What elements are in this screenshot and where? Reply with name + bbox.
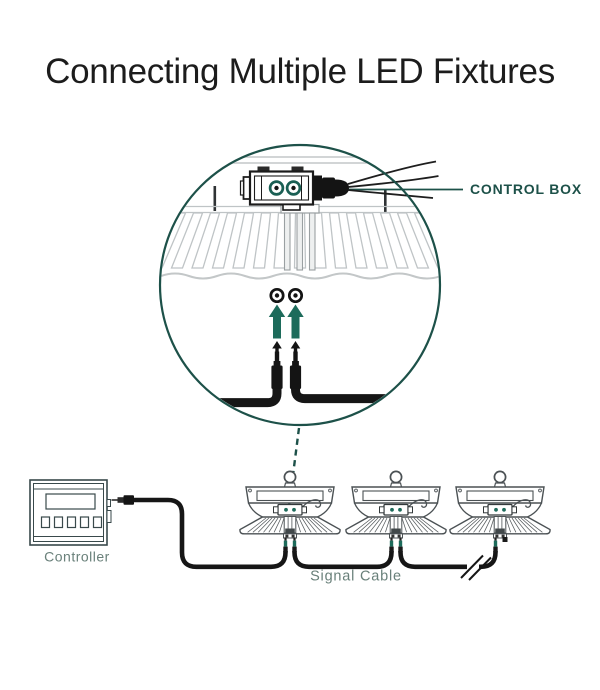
fixture-bottom-wave [161, 272, 439, 280]
mounting-posts [213, 186, 387, 213]
controller-label: Controller [44, 549, 110, 565]
signal-stub [493, 537, 498, 553]
controller-buttons [40, 516, 103, 529]
center-column [280, 203, 320, 271]
signal-cable-run [134, 497, 498, 570]
power-cables [161, 386, 439, 408]
magnifier-circle [158, 143, 442, 427]
port-cap [502, 537, 508, 542]
cable-break-icon [460, 554, 492, 581]
signal-stub [283, 537, 288, 553]
led-fixture-2 [345, 470, 447, 539]
controller-display [45, 493, 96, 510]
control-box-label: CONTROL BOX [470, 181, 582, 197]
led-fixture-3 [449, 470, 551, 539]
fixture-top-plate [231, 156, 369, 164]
signal-stub [292, 537, 297, 553]
control-box-port-icons [268, 180, 302, 196]
controller-plug-icon [111, 495, 134, 505]
signal-cable-label: Signal Cable [310, 569, 402, 585]
controller-device [29, 479, 112, 546]
up-arrow-icons [268, 304, 304, 339]
control-box-drawing [239, 160, 463, 211]
controller-port [106, 499, 111, 507]
connector-port-icons [269, 287, 304, 304]
signal-stub [398, 537, 403, 553]
cable-plug-icons [271, 341, 302, 389]
signal-stub [389, 537, 394, 553]
cable-gland [313, 175, 349, 201]
page-title: Connecting Multiple LED Fixtures [45, 52, 555, 91]
led-fixture-1 [239, 470, 341, 539]
control-wires [347, 160, 439, 199]
